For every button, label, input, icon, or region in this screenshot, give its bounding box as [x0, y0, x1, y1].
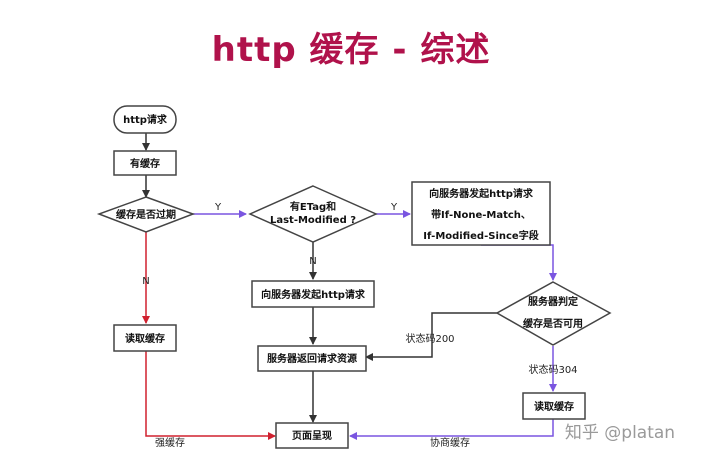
node-send-http [251, 280, 375, 308]
node-page-render [275, 422, 349, 449]
node-has-cache-label: 有缓存 [130, 157, 160, 170]
page-title: http 缓存 - 综述 [211, 30, 491, 70]
node-server-judge [495, 281, 612, 346]
node-read-cache-right [522, 392, 586, 420]
node-etag-decision [248, 185, 378, 243]
node-send-request-headers [411, 181, 551, 246]
edge-readcache-page-negotiate [349, 419, 554, 440]
edge-label-y2: Y [390, 202, 398, 213]
node-send-req-label-1: 向服务器发起http请求 [429, 187, 534, 200]
node-server-return-label: 服务器返回请求资源 [267, 352, 357, 365]
node-start-label: http请求 [123, 113, 168, 126]
node-start [113, 105, 177, 134]
edge-judge-serverreturn [365, 312, 498, 361]
node-send-req-label-2: 带If-None-Match、 [431, 208, 531, 221]
edge-label-strong-cache: 强缓存 [155, 436, 185, 449]
node-send-http-label: 向服务器发起http请求 [261, 288, 366, 301]
node-etag-label-1: 有ETag和 [290, 200, 336, 213]
node-read-cache-left-label: 读取缓存 [125, 332, 165, 345]
edge-label-status200: 状态码200 [405, 332, 454, 345]
node-server-judge-label-1: 服务器判定 [528, 295, 578, 308]
edge-label-status304: 状态码304 [528, 363, 577, 376]
node-etag-label-2: Last-Modified ? [270, 215, 356, 226]
node-read-cache-right-label: 读取缓存 [534, 400, 574, 413]
edge-sendreq-judge [481, 244, 557, 281]
edge-label-y1: Y [214, 202, 222, 213]
node-server-return [257, 345, 367, 372]
node-cache-expired [96, 196, 196, 233]
node-server-judge-label-2: 缓存是否可用 [522, 317, 583, 330]
edge-label-n2: N [309, 256, 316, 267]
node-page-render-label: 页面呈现 [292, 430, 332, 442]
node-send-req-label-3: If-Modified-Since字段 [423, 229, 538, 242]
watermark: 知乎 @platan [565, 423, 675, 443]
node-read-cache-left [113, 324, 177, 352]
edge-label-negotiate-cache: 协商缓存 [430, 436, 470, 449]
edge-label-n1: N [142, 276, 149, 287]
edge-readcache-page [145, 351, 276, 440]
node-has-cache [113, 150, 177, 176]
node-cache-expired-label: 缓存是否过期 [115, 208, 176, 221]
